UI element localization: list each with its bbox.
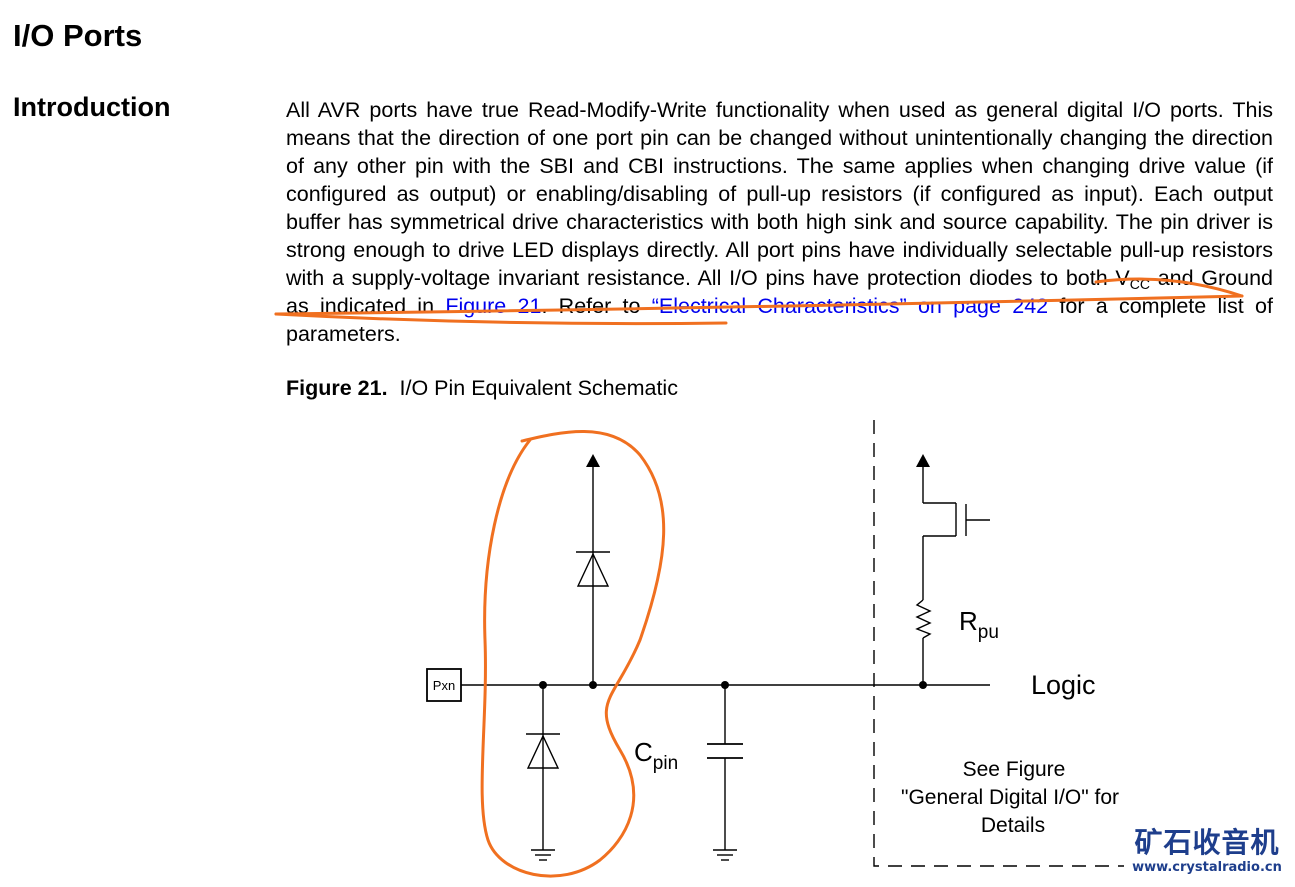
annotation-loop	[480, 430, 666, 878]
annotation-underline	[274, 294, 1244, 316]
figure-number: Figure 21.	[286, 376, 388, 400]
rpu-resistor	[915, 599, 932, 639]
figure-caption: Figure 21. I/O Pin Equivalent Schematic	[286, 376, 678, 401]
upper-diode-icon	[576, 552, 610, 587]
annotation-underline	[1094, 277, 1244, 298]
junction-dot	[589, 681, 597, 689]
pxn-pin-box	[426, 668, 462, 702]
vcc-arrow-icon	[586, 454, 600, 467]
figure-21-link[interactable]: Figure 21	[445, 294, 542, 318]
paragraph-text-1: All AVR ports have true Read-Modify-Writ…	[286, 98, 1273, 290]
watermark-text: 矿石收音机	[1134, 826, 1280, 859]
annotation-underline	[274, 312, 728, 326]
ground-icon	[531, 849, 555, 861]
logic-label: Logic	[1031, 670, 1096, 700]
lower-diode-icon	[526, 734, 560, 769]
pxn-label: Pxn	[433, 678, 455, 693]
junction-dot	[919, 681, 927, 689]
section-heading: Introduction	[13, 92, 171, 122]
rpu-label: Rpu	[959, 606, 999, 643]
see-figure-line3: Details	[981, 814, 1045, 837]
intro-paragraph: All AVR ports have true Read-Modify-Writ…	[286, 96, 1273, 348]
site-watermark: 矿石收音机 www.crystalradio.cn	[1124, 826, 1290, 876]
cpin-label: Cpin	[634, 737, 678, 774]
vcc-arrow-icon	[916, 454, 930, 467]
see-figure-line2: "General Digital I/O" for	[901, 786, 1119, 809]
see-figure-line1: See Figure	[963, 758, 1066, 781]
page-heading: I/O Ports	[13, 18, 143, 53]
watermark-url: www.crystalradio.cn	[1132, 860, 1282, 875]
junction-dot	[539, 681, 547, 689]
paragraph-text-3: . Refer to	[541, 294, 652, 318]
figure-title: I/O Pin Equivalent Schematic	[399, 376, 678, 400]
logic-boundary-dashed	[873, 420, 1124, 867]
junction-dot	[721, 681, 729, 689]
ground-icon	[713, 849, 737, 861]
